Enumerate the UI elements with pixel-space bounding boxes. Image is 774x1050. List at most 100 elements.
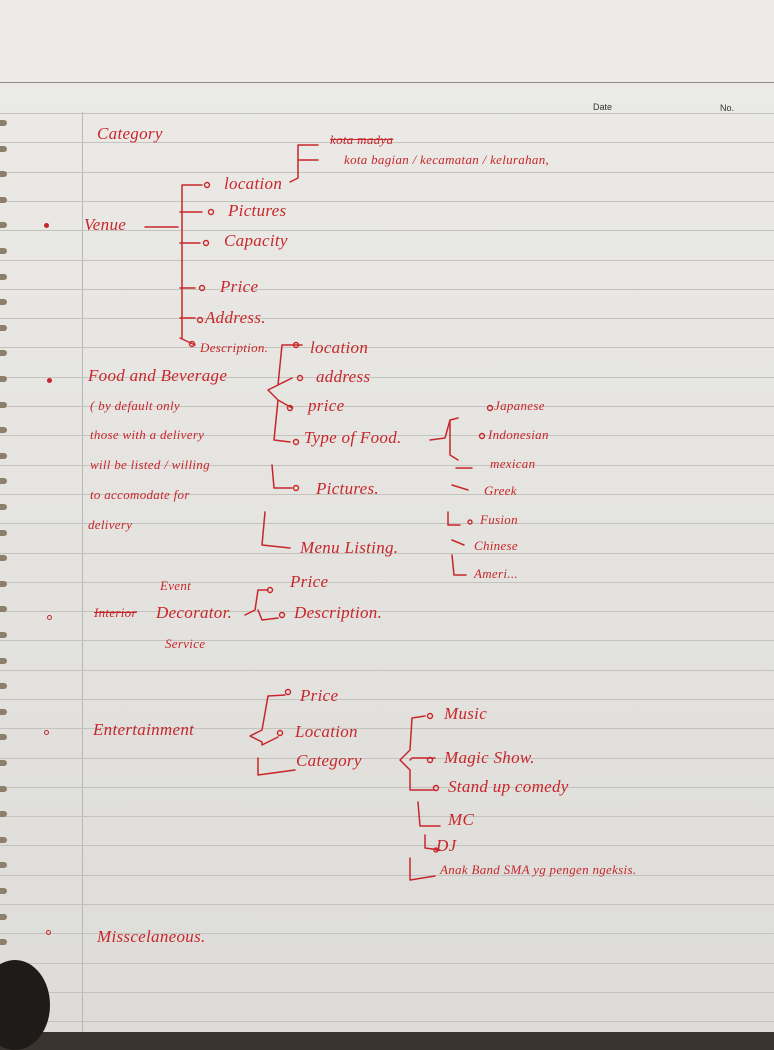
food-note-line: to accomodate for	[90, 487, 190, 502]
entertainment-bullet	[44, 730, 49, 735]
ruled-line	[0, 699, 774, 700]
ruled-line	[0, 377, 774, 378]
ruled-line	[0, 611, 774, 612]
no-label: No.	[720, 103, 735, 113]
food-note-line: delivery	[88, 517, 133, 532]
food-bullet	[47, 378, 52, 383]
decorator-item: Price	[290, 572, 329, 591]
ruled-line	[0, 142, 774, 143]
binding-ring	[0, 760, 7, 766]
ruled-line	[0, 933, 774, 934]
food-label: Food and Beverage	[88, 366, 228, 385]
venue-bullet	[44, 223, 49, 228]
food-note-line: those with a delivery	[90, 427, 205, 442]
binding-ring	[0, 683, 7, 689]
ruled-line	[0, 172, 774, 173]
food-item: price	[308, 396, 345, 415]
ruled-line	[0, 758, 774, 759]
binding-ring	[0, 530, 7, 536]
ruled-line	[0, 875, 774, 876]
misc-bullet	[46, 930, 51, 935]
binding-ring	[0, 222, 7, 228]
entertainment-category: Magic Show.	[444, 748, 535, 767]
binding-ring	[0, 171, 7, 177]
binding-ring	[0, 837, 7, 843]
binding-ring	[0, 734, 7, 740]
ruled-line	[0, 904, 774, 905]
binding-ring	[0, 811, 7, 817]
ruled-line	[0, 523, 774, 524]
ruled-line	[0, 201, 774, 202]
decorator-item: Description.	[294, 603, 383, 622]
entertainment-category: MC	[448, 810, 475, 829]
binding-ring	[0, 350, 7, 356]
ruled-line	[0, 640, 774, 641]
ruled-line	[0, 553, 774, 554]
ruled-line	[0, 347, 774, 348]
ruled-line	[0, 318, 774, 319]
binding-ring	[0, 325, 7, 331]
entertainment-category: Music	[444, 704, 488, 723]
ruled-line	[0, 406, 774, 407]
binding-ring	[0, 555, 7, 561]
food-type: Indonesian	[488, 427, 549, 442]
binding-ring	[0, 658, 7, 664]
binding-ring	[0, 197, 7, 203]
ruled-line	[0, 845, 774, 846]
date-label: Date	[593, 102, 613, 112]
binding-ring	[0, 862, 7, 868]
entertainment-label: Entertainment	[93, 720, 195, 739]
binding-ring	[0, 427, 7, 433]
category-title: Category	[97, 124, 163, 143]
ruled-line	[0, 289, 774, 290]
food-type: Ameri...	[474, 566, 518, 581]
food-item: Type of Food.	[304, 428, 402, 447]
food-note-line: will be listed / willing	[90, 457, 210, 472]
ruled-line	[0, 465, 774, 466]
food-type: Fusion	[480, 512, 518, 527]
food-type: mexican	[490, 456, 536, 471]
binding-ring	[0, 504, 7, 510]
binding-ring	[0, 248, 7, 254]
venue-item: Capacity	[224, 231, 288, 250]
binding-ring	[0, 786, 7, 792]
food-item: Pictures.	[316, 479, 379, 498]
entertainment-category: Anak Band SMA yg pengen ngeksis.	[440, 862, 637, 877]
binding-ring	[0, 888, 7, 894]
ruled-line	[0, 992, 774, 993]
food-type: Chinese	[474, 538, 518, 553]
decorator-bullet	[47, 615, 52, 620]
ruled-line	[0, 963, 774, 964]
venue-location-detail: kota bagian / kecamatan / kelurahan,	[344, 152, 550, 167]
binding-ring	[0, 120, 7, 126]
binding-ring	[0, 606, 7, 612]
binding-ring	[0, 453, 7, 459]
food-type: Greek	[484, 483, 517, 498]
ruled-line	[0, 435, 774, 436]
venue-label: Venue	[84, 215, 127, 234]
venue-item: Description.	[200, 340, 269, 355]
entertainment-category: DJ	[436, 836, 457, 855]
misc-label: Misscelaneous.	[97, 927, 206, 946]
venue-item: Pictures	[228, 201, 287, 220]
ruled-line	[0, 787, 774, 788]
venue-item: location	[224, 174, 283, 193]
ruled-line	[0, 494, 774, 495]
venue-item: Address.	[205, 308, 266, 327]
decorator-label: Decorator.	[156, 603, 233, 622]
binding-ring	[0, 299, 7, 305]
decorator-below: Service	[165, 636, 206, 651]
food-item: address	[316, 367, 371, 386]
entertainment-category: Stand up comedy	[448, 777, 569, 796]
margin-line	[82, 112, 83, 1032]
food-note-line: ( by default only	[90, 398, 180, 413]
binding-ring	[0, 402, 7, 408]
ruled-line	[0, 82, 774, 83]
ruled-line	[0, 816, 774, 817]
entertainment-item: Category	[296, 751, 362, 770]
venue-item: Price	[220, 277, 259, 296]
binding-ring	[0, 914, 7, 920]
binding-ring	[0, 939, 7, 945]
